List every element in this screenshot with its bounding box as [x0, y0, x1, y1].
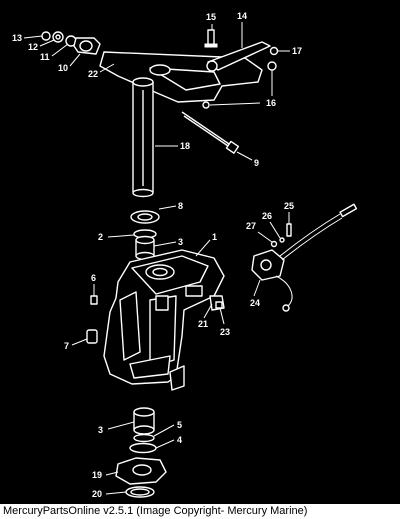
- leader-lines: [23, 22, 290, 495]
- swivel-hardware: [41, 31, 101, 55]
- lower-yoke-assembly: [115, 407, 167, 498]
- callout-4: 4: [177, 435, 182, 445]
- callout-26: 26: [262, 211, 272, 221]
- callout-5: 5: [177, 420, 182, 430]
- callout-14: 14: [237, 11, 247, 21]
- callout-2: 2: [98, 232, 103, 242]
- exploded-parts-diagram: 13 12 11 10 22 15 14 17 16 18 9 8 2 3 1 …: [12, 11, 358, 499]
- callout-11: 11: [40, 52, 50, 62]
- callout-labels: 13 12 11 10 22 15 14 17 16 18 9 8 2 3 1 …: [12, 11, 302, 499]
- callout-20: 20: [92, 489, 102, 499]
- callout-3b: 3: [98, 425, 103, 435]
- steering-arm-assembly: [99, 29, 279, 154]
- callout-3a: 3: [178, 237, 183, 247]
- callout-10: 10: [58, 63, 68, 73]
- callout-19: 19: [92, 470, 102, 480]
- callout-15: 15: [206, 12, 216, 22]
- callout-21: 21: [198, 319, 208, 329]
- callout-27: 27: [246, 221, 256, 231]
- swivel-shaft: [130, 77, 160, 261]
- callout-12: 12: [28, 42, 38, 52]
- callout-24: 24: [250, 298, 260, 308]
- callout-13: 13: [12, 33, 22, 43]
- callout-1: 1: [212, 232, 217, 242]
- copyright-caption: MercuryPartsOnline v2.5.1 (Image Copyrig…: [0, 504, 400, 519]
- callout-7: 7: [64, 341, 69, 351]
- callout-16a: 16: [266, 98, 276, 108]
- swivel-bracket: [103, 249, 225, 391]
- trim-switch-assembly: [251, 203, 358, 312]
- callout-6: 6: [91, 273, 96, 283]
- callout-22: 22: [88, 69, 98, 79]
- callout-17: 17: [292, 46, 302, 56]
- callout-25: 25: [284, 201, 294, 211]
- callout-18: 18: [180, 141, 190, 151]
- callout-9: 9: [254, 158, 259, 168]
- callout-23: 23: [220, 327, 230, 337]
- callout-8: 8: [178, 201, 183, 211]
